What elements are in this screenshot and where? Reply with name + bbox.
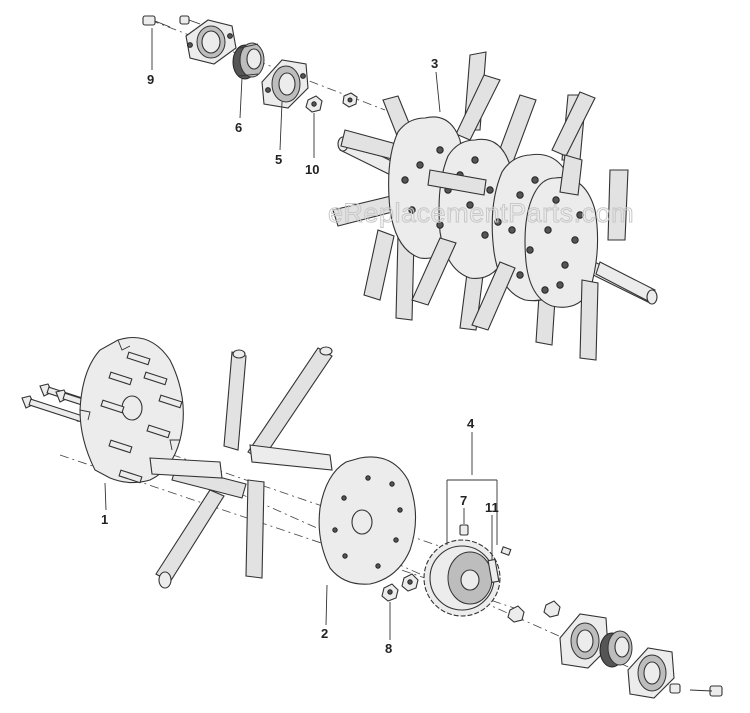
part-9-carriage-bolt[interactable] [142,15,171,28]
part-2-tine-disc[interactable] [318,456,417,585]
lower-small-nut[interactable] [507,605,525,623]
small-nut-center[interactable] [401,573,419,592]
upper-bearing-flange-left[interactable] [185,19,237,65]
lower-nut-2[interactable] [543,600,561,618]
callout-11: 11 [485,500,499,515]
watermark-text: eReplacementParts.com [328,198,634,228]
lower-bearing-flange-left[interactable] [559,613,609,669]
callout-4: 4 [467,416,475,431]
part-1-tine-disc[interactable] [79,336,184,484]
part-8-nut[interactable] [381,583,399,602]
part-4-sprocket[interactable] [423,539,501,617]
callout-3: 3 [431,56,438,71]
lower-bearing-flange-right[interactable] [627,647,675,699]
tine-set-lower[interactable] [149,346,333,589]
part-5-bearing-flange[interactable] [261,59,309,109]
callout-10: 10 [305,162,319,177]
part-6-bearing[interactable] [232,42,265,80]
callout-1: 1 [101,512,108,527]
upper-small-bolt[interactable] [179,15,201,25]
part-10-nut[interactable] [305,95,323,113]
callout-2: 2 [321,626,328,641]
leader-lines [104,28,498,640]
part-11-key[interactable] [487,546,512,583]
lower-bolts[interactable] [669,683,723,697]
callout-5: 5 [275,152,282,167]
callout-8: 8 [385,641,392,656]
callout-9: 9 [147,72,154,87]
upper-small-nut[interactable] [342,92,358,108]
callout-6: 6 [235,120,242,135]
part-3-tine-assembly[interactable] [332,51,658,361]
part-7-set-screw[interactable] [459,524,469,536]
callout-labels: 9 6 5 10 3 1 2 8 4 7 11 [101,56,499,656]
lower-bearing[interactable] [599,630,633,668]
callout-7: 7 [460,493,467,508]
